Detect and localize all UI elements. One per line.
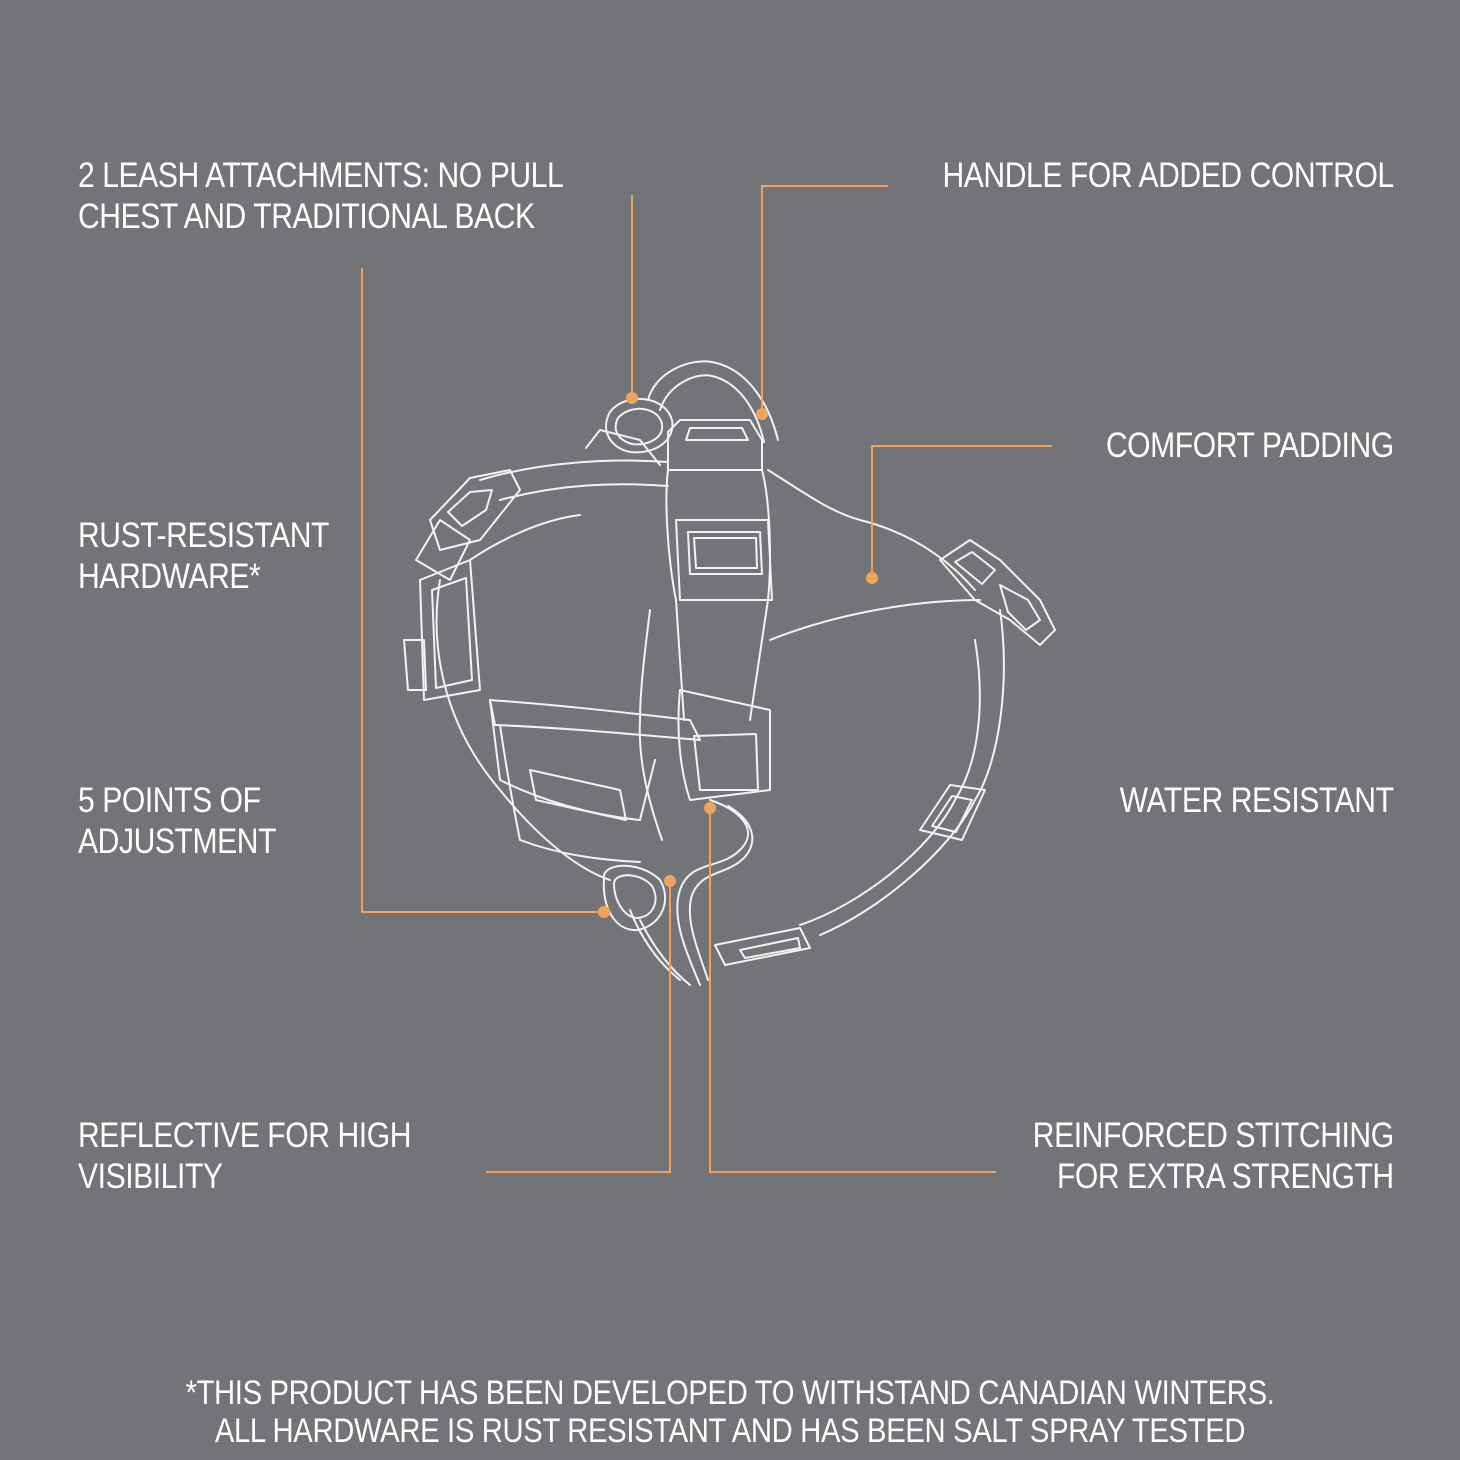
label-comfort-padding: COMFORT PADDING xyxy=(1106,425,1394,466)
leader-padding xyxy=(871,445,1052,578)
label-leash-line-1: 2 LEASH ATTACHMENTS: NO PULL xyxy=(78,156,564,195)
label-leash-attachments: 2 LEASH ATTACHMENTS: NO PULL CHEST AND T… xyxy=(78,155,564,237)
label-reflective-line-1: REFLECTIVE FOR HIGH xyxy=(78,1116,412,1155)
label-stitching-line-1: REINFORCED STITCHING xyxy=(1033,1116,1394,1155)
label-adjust-line-2: ADJUSTMENT xyxy=(78,822,277,861)
leader-reflective xyxy=(486,881,671,1173)
label-hardware-line-1: RUST-RESISTANT xyxy=(78,516,329,555)
leader-stitching xyxy=(709,808,996,1173)
label-water-line-1: WATER RESISTANT xyxy=(1120,781,1394,820)
label-rust-resistant: RUST-RESISTANT HARDWARE* xyxy=(78,515,329,597)
label-padding-line-1: COMFORT PADDING xyxy=(1106,426,1394,465)
label-adjust-line-1: 5 POINTS OF xyxy=(78,781,261,820)
dot-hardware xyxy=(598,906,610,918)
leader-handle xyxy=(761,185,888,414)
label-reinforced-stitching: REINFORCED STITCHING FOR EXTRA STRENGTH xyxy=(1033,1115,1394,1197)
label-leash-line-2: CHEST AND TRADITIONAL BACK xyxy=(78,197,535,236)
dot-padding xyxy=(866,572,878,584)
label-handle-line-1: HANDLE FOR ADDED CONTROL xyxy=(942,156,1395,195)
label-stitching-line-2: FOR EXTRA STRENGTH xyxy=(1057,1157,1394,1196)
footnote-line-1: *THIS PRODUCT HAS BEEN DEVELOPED TO WITH… xyxy=(185,1374,1275,1412)
footnote: *THIS PRODUCT HAS BEEN DEVELOPED TO WITH… xyxy=(102,1374,1358,1450)
dot-reflective xyxy=(664,875,676,887)
leader-hardware xyxy=(361,268,604,913)
label-hardware-line-2: HARDWARE* xyxy=(78,557,261,596)
label-reflective-line-2: VISIBILITY xyxy=(78,1157,223,1196)
dot-handle xyxy=(756,408,768,420)
label-reflective: REFLECTIVE FOR HIGH VISIBILITY xyxy=(78,1115,411,1197)
dot-stitching xyxy=(704,802,716,814)
dot-leash xyxy=(626,392,638,404)
footnote-line-2: ALL HARDWARE IS RUST RESISTANT AND HAS B… xyxy=(214,1412,1246,1450)
harness-illustration xyxy=(403,360,1056,986)
callout-lines xyxy=(361,185,1052,1173)
label-handle: HANDLE FOR ADDED CONTROL xyxy=(942,155,1395,196)
label-water-resistant: WATER RESISTANT xyxy=(1120,780,1394,821)
callout-dots xyxy=(598,392,878,918)
label-adjustment: 5 POINTS OF ADJUSTMENT xyxy=(78,780,276,862)
